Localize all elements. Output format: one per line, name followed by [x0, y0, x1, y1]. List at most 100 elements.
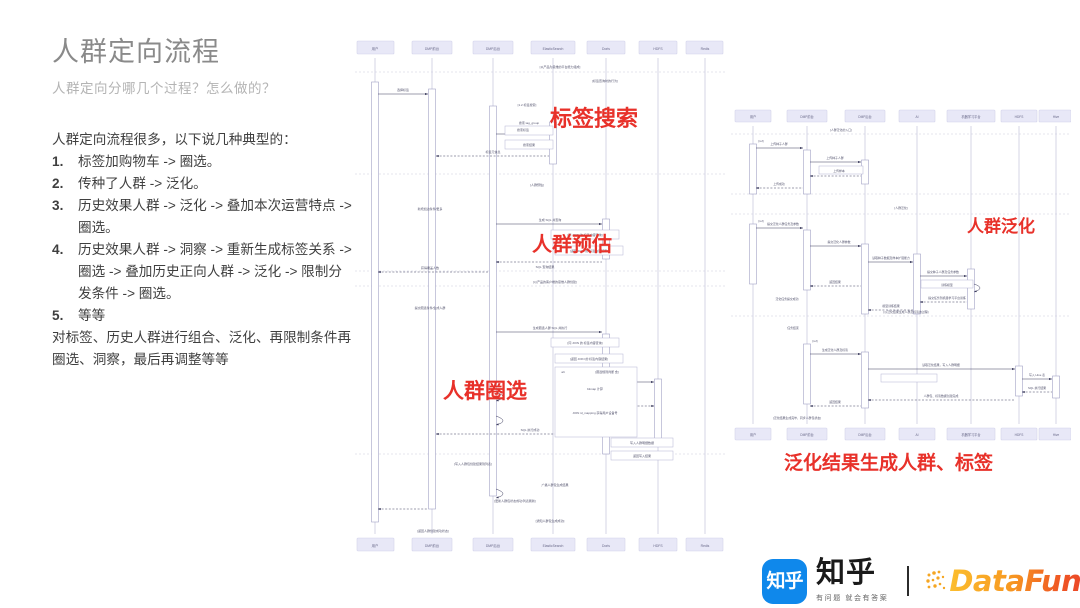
svg-text:Doris: Doris [602, 47, 610, 51]
svg-text:DMP前台: DMP前台 [425, 46, 440, 51]
svg-text:[标签查询时的行为]: [标签查询时的行为] [592, 78, 618, 83]
zhihu-brand: 知乎 有问题 就会有答案 [816, 559, 888, 604]
svg-text:用户: 用户 [372, 46, 379, 51]
svg-text:生成 SQL 并查询: 生成 SQL 并查询 [539, 217, 562, 222]
slide-body: 人群定向流程很多，以下说几种典型的： 标签加购物车 -> 圈选。 传种了人群 -… [52, 129, 352, 371]
svg-text:ElasticSearch: ElasticSearch [543, 544, 564, 548]
datafun-brand: DataFun. [926, 566, 1080, 596]
datafun-dots-icon [926, 570, 946, 590]
svg-text:人群包、标签数据创建完成: 人群包、标签数据创建完成 [924, 393, 959, 398]
svg-text:写入 Hive 表: 写入 Hive 表 [1029, 372, 1045, 377]
svg-text:[返回 JOIN 的 标签内容结果]: [返回 JOIN 的 标签内容结果] [570, 356, 608, 361]
svg-text:[返回 JOIN 的 标签内容结果]: [返回 JOIN 的 标签内容结果] [570, 248, 608, 253]
zhihu-app-icon: 知乎 [762, 558, 807, 604]
svg-text:DMP前台: DMP前台 [800, 432, 813, 437]
svg-text:alt: alt [561, 370, 564, 374]
zhihu-wordmark: 知乎 [816, 557, 877, 589]
svg-text:DMP前台: DMP前台 [425, 543, 440, 548]
zhihu-tagline: 有问题 就会有答案 [816, 595, 889, 602]
svg-text:搜索标签: 搜索标签 [517, 127, 529, 132]
list-item: 标签加购物车 -> 圈选。 [52, 151, 221, 173]
svg-text:任务结束: 任务结束 [787, 325, 799, 330]
svg-text:[ref]: [ref] [759, 139, 764, 143]
svg-text:返回写入结果: 返回写入结果 [633, 453, 651, 458]
list-item: 传种了人群 -> 泛化。 [52, 173, 207, 195]
annotation-crowd-estimate: 人群预估 [532, 234, 612, 256]
svg-text:用户: 用户 [372, 543, 379, 548]
svg-text:SQL 执行成功: SQL 执行成功 [521, 427, 540, 432]
svg-text:Hive: Hive [1053, 115, 1060, 119]
svg-text:DMP后台: DMP后台 [486, 46, 501, 51]
svg-text:模型训练结果: 模型训练结果 [882, 303, 899, 308]
svg-text:HDFS: HDFS [653, 544, 663, 548]
svg-text:广播人群包生成结果: 广播人群包生成结果 [541, 482, 568, 487]
svg-text:[以泛化结果生成人群及标签的过程]: [以泛化结果生成人群及标签的过程] [884, 309, 929, 314]
svg-text:训练模型: 训练模型 [941, 282, 953, 287]
svg-text:[ref]: [ref] [813, 339, 818, 343]
svg-text:上传种子人群: 上传种子人群 [770, 141, 787, 146]
svg-text:提交圈选条件/生成人群: 提交圈选条件/生成人群 [415, 305, 446, 310]
logo-divider [907, 566, 910, 596]
svg-text:[同 JOIN 的 标签内容查询]: [同 JOIN 的 标签内容查询] [567, 340, 602, 345]
svg-text:选择标签: 选择标签 [397, 87, 409, 92]
svg-text:Redis: Redis [701, 47, 710, 51]
svg-text:搜索 tag_group: 搜索 tag_group [519, 120, 540, 125]
svg-text:DMP后台: DMP后台 [858, 432, 871, 437]
svg-text:泛化任务提交成功: 泛化任务提交成功 [775, 296, 798, 301]
svg-text:上传成功: 上传成功 [773, 181, 785, 186]
svg-text:[以产品为思维的平台能力组成]: [以产品为思维的平台能力组成] [540, 64, 581, 69]
svg-text:HDFS: HDFS [1015, 115, 1024, 119]
svg-text:[同 JOIN 的 标签内容查询]: [同 JOIN 的 标签内容查询] [567, 232, 602, 237]
svg-text:机器学习平台: 机器学习平台 [961, 114, 980, 119]
svg-text:写入人群明细数据: 写入人群明细数据 [630, 440, 654, 445]
svg-text:bitmap 计算: bitmap 计算 [587, 386, 603, 391]
svg-text:[泛化结果生成完毕，同步人群包状态]: [泛化结果生成完毕，同步人群包状态] [773, 415, 821, 420]
svg-text:新增加边条件/更多: 新增加边条件/更多 [418, 206, 443, 211]
svg-text:搜索结果: 搜索结果 [523, 142, 535, 147]
svg-text:[通知人群包生成成功]: [通知人群包生成成功] [536, 518, 565, 523]
svg-text:[返回人群创建成功状态]: [返回人群创建成功状态] [417, 528, 449, 533]
annotation-crowd-select: 人群圈选 [443, 379, 527, 403]
svg-text:DMP后台: DMP后台 [486, 543, 501, 548]
page-title: 人群定向流程 [52, 37, 220, 67]
svg-text:AI: AI [915, 115, 918, 119]
svg-text:用户: 用户 [750, 432, 756, 437]
svg-text:[以产品的客户端的思维人群创建]: [以产品的客户端的思维人群创建] [533, 279, 577, 284]
slide-text-column: 人群定向流程 人群定向分哪几个过程？怎么做的？ 人群定向流程很多，以下说几种典型… [52, 36, 352, 371]
svg-text:提交泛化人群参数: 提交泛化人群参数 [827, 239, 850, 244]
svg-text:[圈选规则判断 含]: [圈选规则判断 含] [595, 369, 619, 374]
svg-text:[1.2 标签搜索]: [1.2 标签搜索] [518, 102, 537, 107]
svg-text:HDFS: HDFS [1015, 433, 1024, 437]
svg-text:HDFS: HDFS [653, 47, 663, 51]
svg-text:[ref]: [ref] [759, 219, 764, 223]
svg-text:[人群泛化的入口]: [人群泛化的入口] [830, 127, 852, 132]
svg-text:上传样本: 上传样本 [833, 168, 845, 173]
svg-text:Hive: Hive [1053, 433, 1060, 437]
svg-text:获得覆盖人数: 获得覆盖人数 [421, 265, 439, 270]
svg-text:DMP后台: DMP后台 [858, 114, 871, 119]
svg-text:AI: AI [915, 433, 918, 437]
svg-text:上传种子人群: 上传种子人群 [826, 155, 843, 160]
outro-paragraph: 对标签、历史人群进行组合、泛化、再限制条件再圈选、洞察，最后再调整等等 [52, 329, 352, 367]
list-item: 等等 [52, 305, 106, 327]
process-steps-list: 标签加购物车 -> 圈选。 传种了人群 -> 泛化。 历史效果人群 -> 泛化 … [52, 151, 352, 327]
svg-text:读取种子数据及样本扩展能力: 读取种子数据及样本扩展能力 [872, 255, 910, 260]
list-item: 历史效果人群 -> 洞察 -> 重新生成标签关系 -> 圈选 -> 叠加历史正向… [52, 239, 352, 301]
crowd-generalization-sequence-diagram: 用户 DMP前台 DMP后台 AI 机器学习平台 HDFS Hive 用户 DMP前台 DMP… [731, 104, 1071, 452]
svg-text:DMP前台: DMP前台 [800, 114, 813, 119]
annotation-generalize-result: 泛化结果生成人群、标签 [784, 453, 994, 474]
svg-text:[人群泛化]: [人群泛化] [894, 205, 907, 210]
page-subtitle: 人群定向分哪几个过程？怎么做的？ [52, 80, 276, 96]
svg-text:提交泛化人群任务及参数: 提交泛化人群任务及参数 [767, 221, 799, 226]
annotation-tag-search: 标签搜索 [550, 106, 639, 131]
annotation-crowd-generalize: 人群泛化 [967, 217, 1035, 236]
svg-text:JOIN id_mapping 获得用户设备号: JOIN id_mapping 获得用户设备号 [572, 410, 617, 415]
footer-logo-bar: 知乎 知乎 有问题 就会有答案 DataFun. [762, 558, 1080, 604]
svg-text:用户: 用户 [750, 114, 756, 119]
svg-text:SQL 执行结果: SQL 执行结果 [1028, 385, 1046, 390]
svg-text:生成圈选人群 SQL 并执行: 生成圈选人群 SQL 并执行 [533, 325, 568, 330]
list-item: 历史效果人群 -> 泛化 -> 叠加本次运营特点 -> 圈选。 [52, 195, 352, 235]
svg-text:Redis: Redis [701, 544, 710, 548]
svg-text:ElasticSearch: ElasticSearch [543, 47, 564, 51]
